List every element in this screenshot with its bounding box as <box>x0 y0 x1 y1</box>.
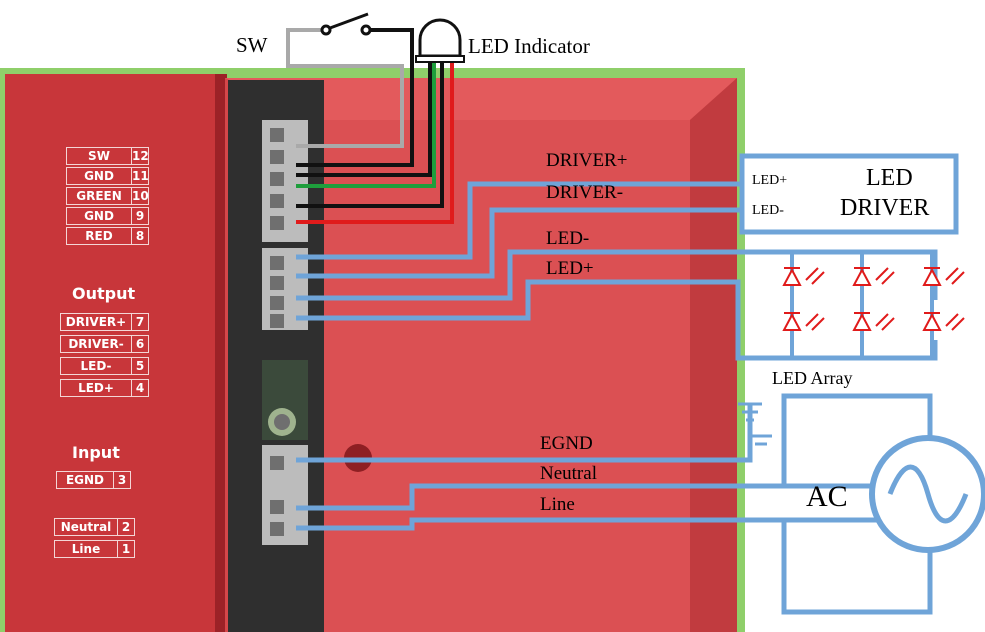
terminal-number: 9 <box>135 209 145 223</box>
led-array <box>782 252 965 358</box>
switch-symbol <box>320 12 372 36</box>
led-indicator-icon <box>415 18 465 63</box>
terminal-name: EGND <box>57 472 114 488</box>
terminal-number: 4 <box>135 381 145 395</box>
led-driver-box <box>739 153 959 235</box>
terminal-label: LED+4 <box>60 379 149 397</box>
terminal-name: Neutral <box>55 519 118 535</box>
wire-egnd <box>296 404 753 463</box>
sw-wire-gray <box>286 28 404 148</box>
terminal-label: DRIVER+7 <box>60 313 149 331</box>
led-wire-red <box>296 62 454 224</box>
driver-pin-minus-label: LED- <box>752 203 784 218</box>
terminal-name: Line <box>55 541 118 557</box>
driver-plus-label: DRIVER+ <box>546 150 628 171</box>
terminal-number: 11 <box>132 169 149 183</box>
led-array-label: LED Array <box>772 368 853 388</box>
terminal-number: 10 <box>132 189 149 203</box>
terminal-name: SW <box>67 148 132 164</box>
led-plus-label: LED+ <box>546 258 594 279</box>
wire-led-plus <box>296 279 938 361</box>
wire-driver-plus <box>296 181 757 260</box>
terminal-name: GREEN <box>67 188 132 204</box>
terminal-label: LED-5 <box>60 357 149 375</box>
output-title: Output <box>72 284 136 303</box>
led-driver-title-line1: LED <box>866 165 913 191</box>
wire-line <box>296 517 932 531</box>
sine-wave-icon <box>887 464 969 524</box>
terminal-number: 8 <box>135 229 145 243</box>
sw-label: SW <box>236 33 268 57</box>
terminal-number: 7 <box>135 315 145 329</box>
terminal-name: DRIVER- <box>61 336 132 352</box>
terminal-number: 1 <box>121 542 131 556</box>
ground-symbol-icon <box>738 402 772 446</box>
terminal-name: DRIVER+ <box>61 314 132 330</box>
led-wire-black-1 <box>296 62 432 177</box>
led-wire-black-2 <box>296 62 444 208</box>
led-minus-label: LED- <box>546 228 590 249</box>
egnd-label: EGND <box>540 433 593 454</box>
driver-minus-label: DRIVER- <box>546 182 624 203</box>
neutral-label: Neutral <box>540 463 597 484</box>
driver-pin-plus-label: LED+ <box>752 173 788 188</box>
ac-label: AC <box>806 480 848 513</box>
led-wire-green <box>296 62 436 188</box>
wire-neutral <box>296 483 932 511</box>
terminal-label: DRIVER-6 <box>60 335 149 353</box>
terminal-name: LED- <box>61 358 132 374</box>
input-title: Input <box>72 443 120 462</box>
wire-driver-minus <box>296 207 757 279</box>
terminal-number: 12 <box>132 149 149 163</box>
led-driver-title-line2: DRIVER <box>840 195 930 221</box>
terminal-number: 2 <box>121 520 131 534</box>
led-indicator-label: LED Indicator <box>468 34 590 58</box>
line-label: Line <box>540 494 575 515</box>
sw-wire-black <box>296 28 414 167</box>
terminal-name: GND <box>67 168 132 184</box>
terminal-name: LED+ <box>61 380 132 396</box>
terminal-name: RED <box>67 228 132 244</box>
terminal-number: 5 <box>135 359 145 373</box>
ac-loop <box>781 393 933 486</box>
terminal-name: GND <box>67 208 132 224</box>
terminal-number: 6 <box>135 337 145 351</box>
terminal-number: 3 <box>117 473 127 487</box>
